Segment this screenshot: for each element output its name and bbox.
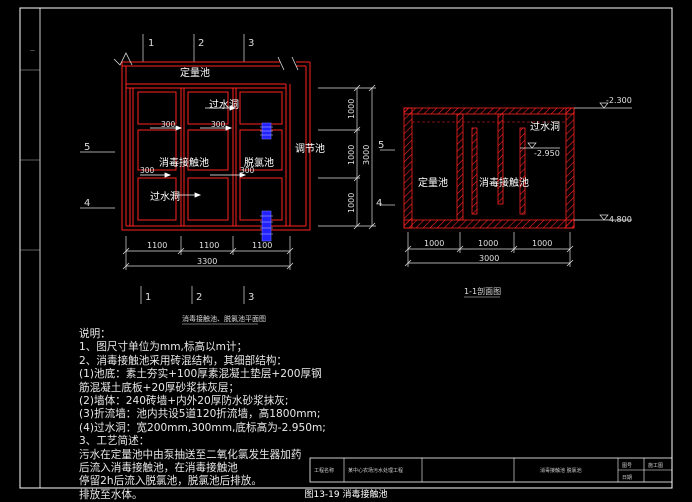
title-block-project-label: 工程名称 bbox=[314, 467, 334, 474]
plan-axis-side-5: 5 bbox=[84, 142, 90, 153]
note-line: (4)过水洞：宽200mm,300mm,底标高为-2.950m; bbox=[79, 421, 326, 434]
plan-label-tuoqi: 脱氯池 bbox=[244, 156, 274, 169]
title-block-number: 图号 bbox=[622, 463, 632, 469]
title-block-project: 某中心农场污水处理工程 bbox=[348, 467, 403, 474]
note-line: 2、消毒接触池采用砖混结构，其细部结构： bbox=[79, 354, 288, 367]
note-line: 后流入消毒接触池，在消毒接触池 bbox=[79, 462, 238, 475]
plan-dim-1000-a: 1000 bbox=[347, 99, 356, 119]
drawing-frame bbox=[19, 7, 673, 489]
note-line: 3、工艺简述： bbox=[79, 435, 150, 448]
section-label-jiechu: 消毒接触池 bbox=[479, 176, 529, 189]
section-dim-1000-b: 1000 bbox=[478, 239, 498, 248]
plan-vertical-dimension bbox=[318, 84, 376, 230]
flow-arrows bbox=[140, 105, 247, 198]
plan-axis-top-2: 2 bbox=[198, 38, 204, 49]
plan-axis-right-4: 4 bbox=[376, 198, 382, 209]
binding-mark: — bbox=[30, 48, 35, 54]
plan-caption: 消毒接触池、脱氯池平面图 bbox=[182, 314, 266, 323]
design-notes: 说明： 1、图尺寸单位为mm,标高以m计； 2、消毒接触池采用砖混结构，其细部结… bbox=[79, 328, 339, 502]
section-level-bottom: -4.800 bbox=[606, 215, 632, 224]
section-level-top: -2.300 bbox=[606, 96, 632, 105]
section-dim-3000: 3000 bbox=[479, 254, 499, 263]
plan-dim-300-a: 300 bbox=[161, 120, 176, 129]
section-level-mid: -2.950 bbox=[534, 149, 560, 158]
plan-dim-300-d: 300 bbox=[240, 166, 255, 175]
plan-axis-side-4: 4 bbox=[84, 198, 90, 209]
plan-partitions bbox=[126, 83, 291, 226]
plan-dim-1100-b: 1100 bbox=[199, 241, 219, 250]
note-line: 排放至水体。 bbox=[79, 488, 143, 501]
plan-axis-bottom-1: 1 bbox=[145, 292, 151, 303]
plan-dim-1100-c: 1100 bbox=[252, 241, 272, 250]
title-block-date: 日期 bbox=[622, 475, 632, 481]
section-dim-1000-a: 1000 bbox=[424, 239, 444, 248]
plan-dim-1000-c: 1000 bbox=[347, 193, 356, 213]
plan-axis-bottom-2: 2 bbox=[196, 292, 202, 303]
plan-dimension-chain bbox=[122, 236, 294, 270]
note-line: (1)池底：素土夯实+100厚素混凝土垫层+200厚钢 bbox=[79, 368, 322, 381]
plan-axis-bottom-3: 3 bbox=[248, 292, 254, 303]
title-block-drawing: 消毒接触池 脱氯池 bbox=[540, 467, 582, 474]
figure-caption: 图13-19 消毒接触池 bbox=[304, 490, 388, 500]
plan-outer-walls bbox=[113, 52, 311, 231]
section-label-guoshui: 过水洞 bbox=[530, 120, 560, 133]
plan-dim-1100-a: 1100 bbox=[147, 241, 167, 250]
note-line: 筋混凝土底板+20厚砂浆抹灰层； bbox=[79, 381, 240, 394]
plan-label-dingliang: 定量池 bbox=[180, 66, 210, 79]
plan-dim-300-b: 300 bbox=[211, 120, 226, 129]
plan-label-guoshui-top: 过水洞 bbox=[209, 98, 239, 111]
note-line: 停留2h后流入脱氯池，脱氯池后排放。 bbox=[79, 475, 262, 488]
title-block-stage: 施工图 bbox=[648, 462, 663, 469]
plan-dim-1000-b: 1000 bbox=[347, 145, 356, 165]
plan-label-jiechu: 消毒接触池 bbox=[159, 156, 209, 169]
pump-symbol-bottom bbox=[260, 210, 273, 242]
section-dimension-chain bbox=[404, 232, 574, 267]
title-block: 工程名称 某中心农场污水处理工程 消毒接触池 脱氯池 图号 施工图 日期 bbox=[309, 457, 673, 483]
section-dim-1000-c: 1000 bbox=[532, 239, 552, 248]
plan-dim-300-c: 300 bbox=[140, 166, 155, 175]
plan-view: 1 2 3 5 4 bbox=[80, 34, 395, 325]
plan-label-tiaojie: 调节池 bbox=[295, 142, 325, 155]
note-line: (2)墙体：240砖墙+内外20厚防水砂浆抹灰; bbox=[79, 395, 289, 408]
plan-axis-right-5: 5 bbox=[378, 140, 384, 151]
note-line: (3)折流墙：池内共设5道120折流墙，高1800mm; bbox=[79, 408, 321, 421]
svg-text:过水洞: 过水洞 bbox=[209, 98, 239, 111]
section-caption: 1-1剖面图 bbox=[464, 286, 501, 296]
plan-axis-top-3: 3 bbox=[248, 38, 254, 49]
plan-dim-3300: 3300 bbox=[197, 257, 217, 266]
note-line: 说明： bbox=[79, 328, 111, 340]
plan-label-guoshui-bottom: 过水洞 bbox=[150, 190, 180, 203]
section-label-dingliang: 定量池 bbox=[418, 176, 448, 189]
pump-symbol-top bbox=[260, 122, 273, 140]
note-line: 污水在定量池中由泵抽送至二氧化氯发生器加药 bbox=[79, 448, 302, 461]
section-view: -2.300 -2.950 -4.800 过水洞 定量池 消毒接触池 1000 … bbox=[403, 96, 632, 298]
plan-dim-3000: 3000 bbox=[362, 145, 371, 165]
plan-axis-top-1: 1 bbox=[148, 38, 154, 49]
note-line: 1、图尺寸单位为mm,标高以m计； bbox=[79, 341, 248, 354]
